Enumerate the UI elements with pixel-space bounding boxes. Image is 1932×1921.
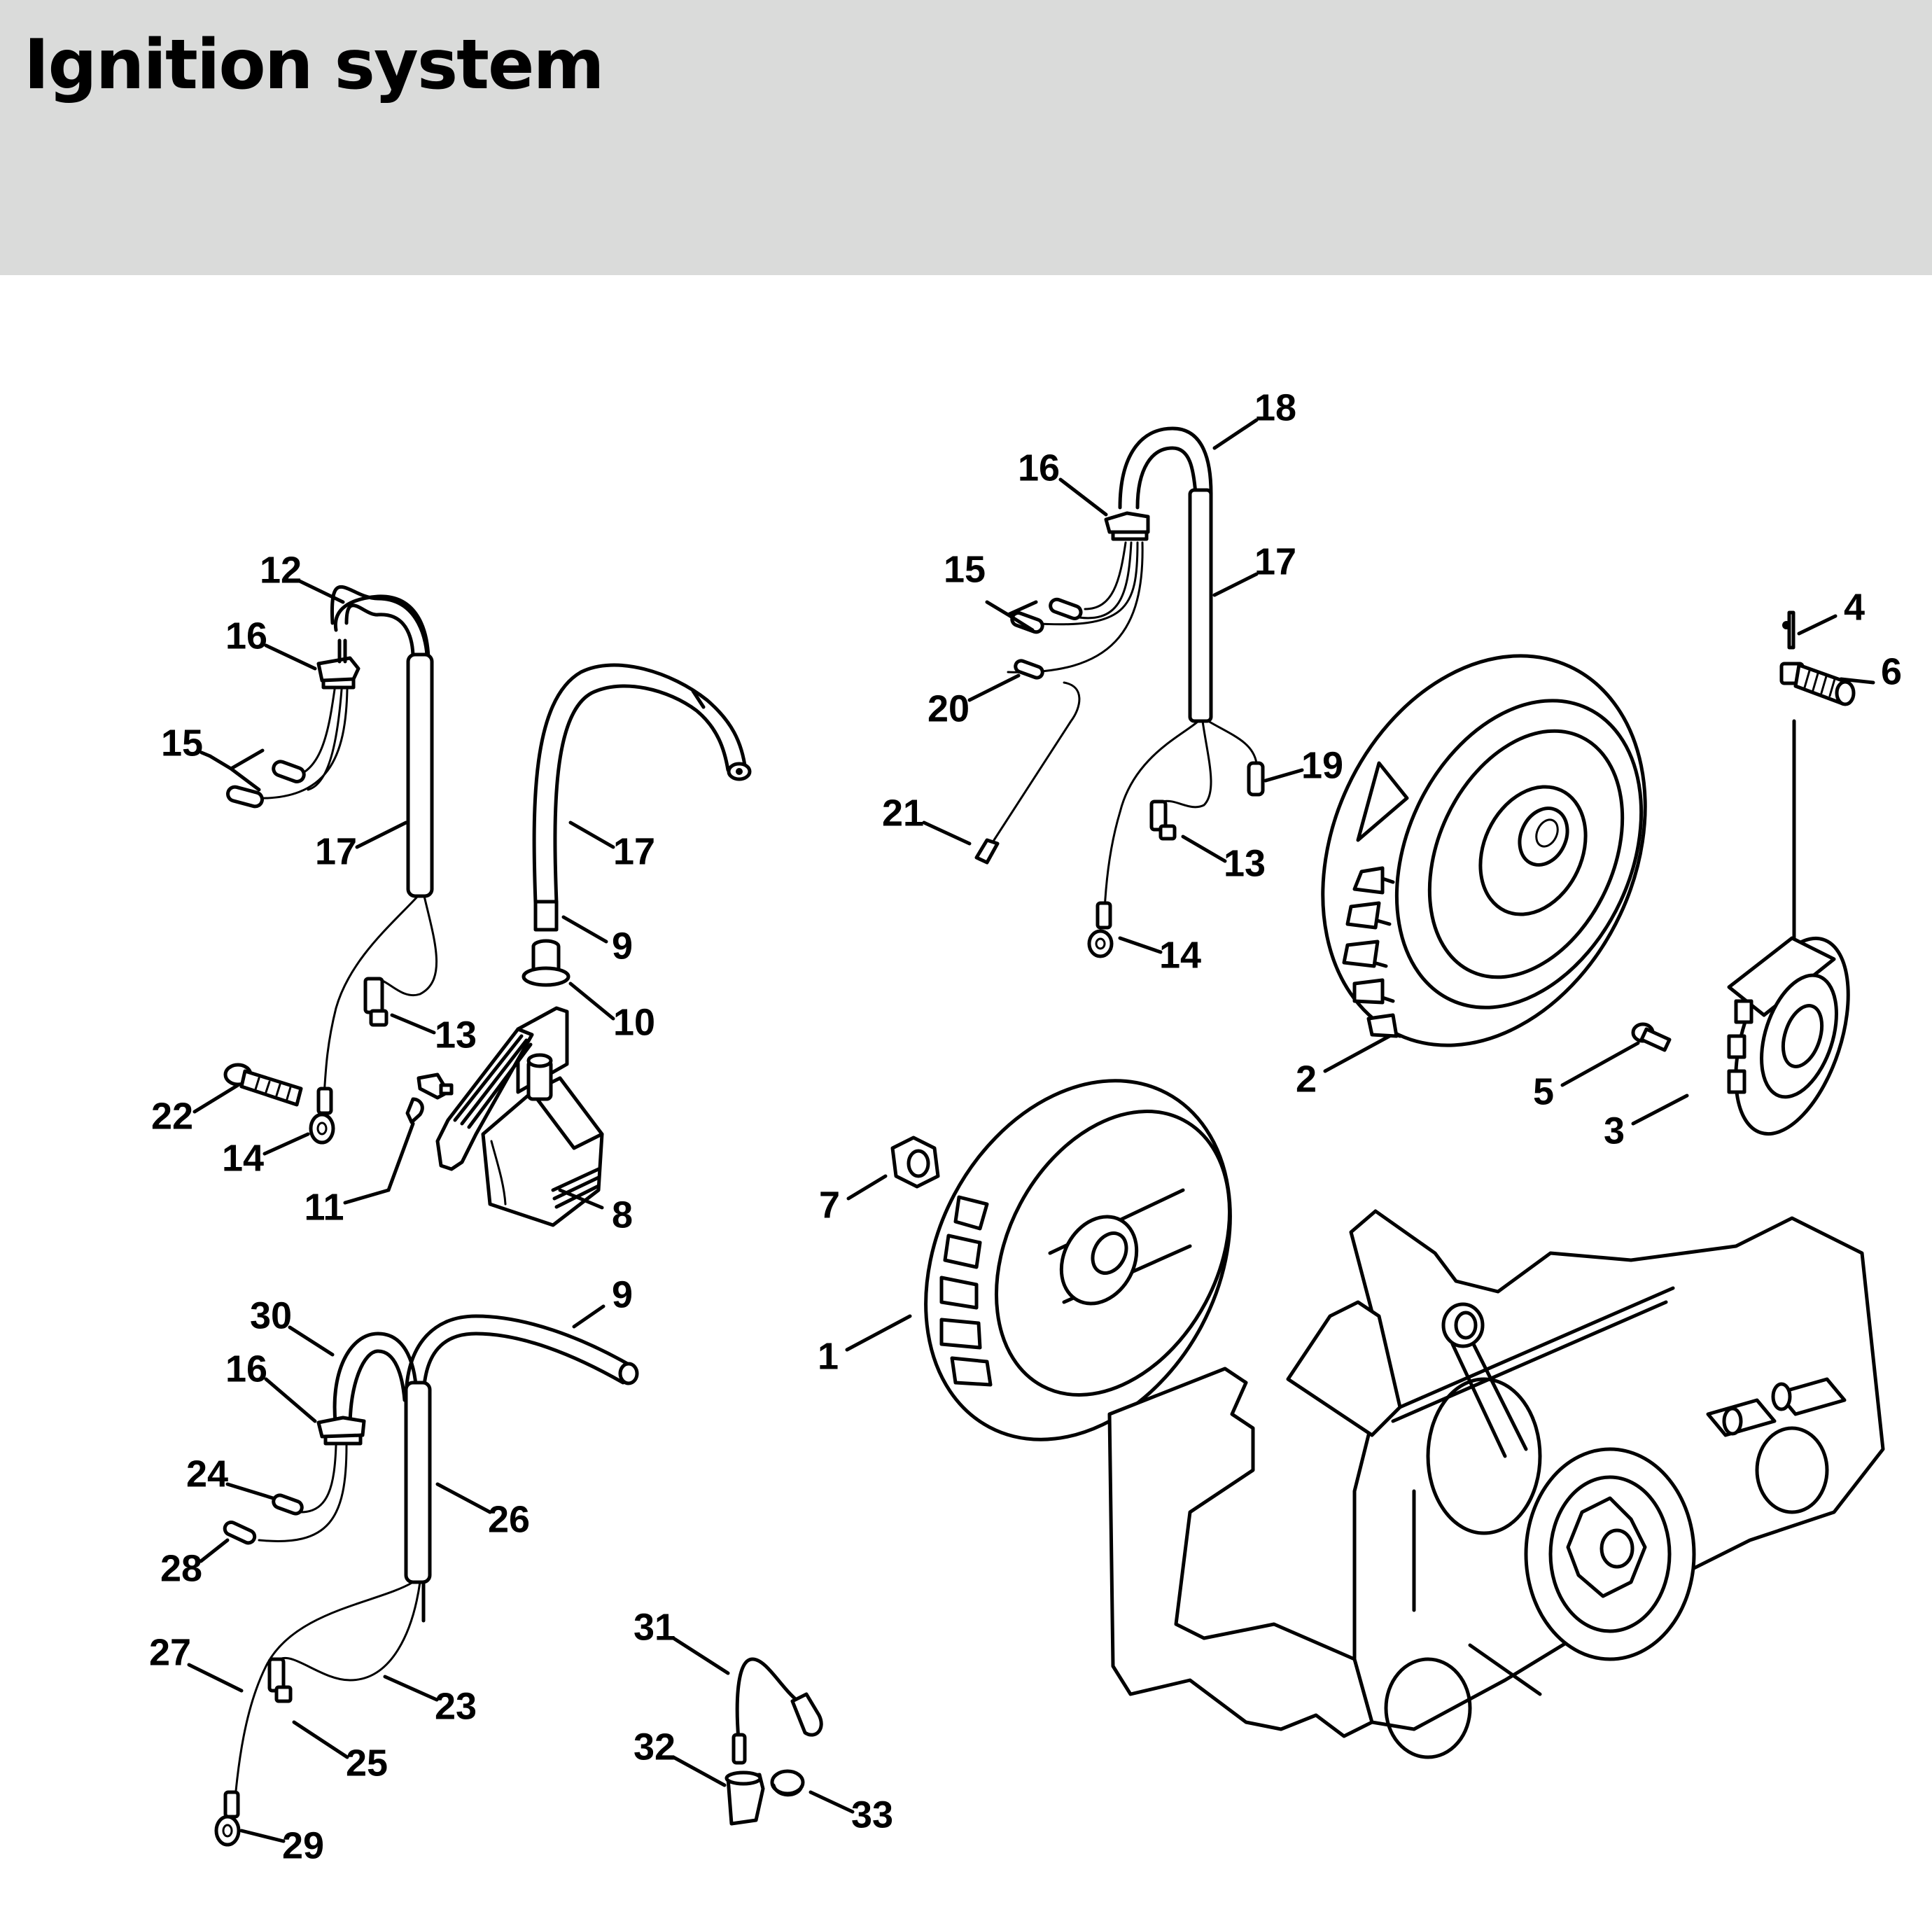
callout-6: 6 xyxy=(1881,650,1902,692)
callout-12: 12 xyxy=(260,549,302,591)
callout-17-right: 17 xyxy=(1254,540,1296,582)
callout-14-right: 14 xyxy=(1159,934,1201,976)
screw-22 xyxy=(223,1063,303,1107)
callout-11: 11 xyxy=(304,1186,344,1228)
leader-lines xyxy=(187,418,1875,1843)
page-title: Ignition system xyxy=(24,25,605,105)
tube-26 xyxy=(404,1381,432,1584)
callout-5: 5 xyxy=(1533,1070,1554,1112)
ignition-lead-top xyxy=(522,663,752,987)
callout-2: 2 xyxy=(1296,1058,1317,1100)
fitting-6 xyxy=(1779,662,1856,706)
tube-17-left xyxy=(406,652,434,898)
callout-labels: 12 16 15 17 17 9 10 13 22 14 11 8 18 16 … xyxy=(149,386,1902,1866)
connector-13-right xyxy=(1149,799,1168,832)
callout-15-left: 15 xyxy=(161,722,203,764)
callout-23: 23 xyxy=(435,1685,477,1727)
ignition-lead-end-9-bottom xyxy=(618,1362,639,1385)
callout-17-middle: 17 xyxy=(613,830,655,872)
grommet-16-left xyxy=(316,638,360,690)
callout-7: 7 xyxy=(819,1184,840,1226)
ring-terminal-29 xyxy=(223,1790,240,1819)
callout-14-left: 14 xyxy=(222,1137,264,1179)
boot-10 xyxy=(522,939,570,987)
grommet-16-right xyxy=(1104,511,1150,541)
harness-tube-12 xyxy=(330,585,429,660)
pin-4 xyxy=(1782,610,1795,650)
screw-5 xyxy=(1631,1022,1672,1052)
header-band: Ignition system xyxy=(0,0,1932,275)
callout-31: 31 xyxy=(634,1606,676,1648)
connector-13-left xyxy=(363,977,384,1014)
callout-16-right: 16 xyxy=(1018,447,1060,489)
harness-12-assembly xyxy=(208,585,438,1145)
stator-3 xyxy=(1727,936,1850,1136)
harness-18-assembly xyxy=(974,426,1265,958)
grommet-16-bottom xyxy=(316,1416,366,1446)
callout-18: 18 xyxy=(1254,386,1296,428)
sleeve-15a xyxy=(272,760,306,783)
callout-27: 27 xyxy=(149,1631,191,1673)
ignition-module-8 xyxy=(435,1006,604,1227)
callout-25: 25 xyxy=(346,1742,388,1784)
callout-28: 28 xyxy=(160,1547,202,1589)
callout-19: 19 xyxy=(1301,744,1343,786)
flywheel-2 xyxy=(1321,654,1647,1047)
callout-33: 33 xyxy=(851,1794,893,1836)
sleeve-28 xyxy=(223,1521,257,1545)
connector-20 xyxy=(1014,659,1044,680)
ring-terminal-14-right xyxy=(1096,901,1112,930)
contact-32 xyxy=(724,1770,765,1826)
callout-13-right: 13 xyxy=(1224,842,1266,884)
sleeve-15c xyxy=(1049,597,1083,620)
callout-1: 1 xyxy=(818,1335,839,1377)
sleeve-15d xyxy=(1010,611,1044,634)
terminal-19 xyxy=(1247,761,1265,797)
callout-29: 29 xyxy=(282,1824,324,1866)
callout-21: 21 xyxy=(882,792,924,834)
clip-11 xyxy=(405,1073,454,1124)
callout-9-top: 9 xyxy=(612,925,633,967)
sleeve-15b xyxy=(226,785,264,809)
callout-8: 8 xyxy=(612,1194,633,1236)
ground-wire-31 xyxy=(732,1657,823,1765)
tube-17-right xyxy=(1188,488,1213,723)
ring-terminal-14-left xyxy=(316,1087,333,1115)
callout-4: 4 xyxy=(1844,586,1865,628)
flywheel-1 xyxy=(924,1079,1232,1441)
callout-9-bottom: 9 xyxy=(612,1273,633,1315)
terminal-21 xyxy=(974,838,1000,865)
callout-10: 10 xyxy=(613,1001,655,1043)
callout-30: 30 xyxy=(250,1294,292,1336)
nut-7 xyxy=(890,1136,940,1189)
harness-30-assembly xyxy=(214,1314,639,1847)
callout-22: 22 xyxy=(151,1095,193,1137)
callout-26: 26 xyxy=(488,1498,530,1540)
callout-24: 24 xyxy=(186,1453,228,1495)
callout-15-right: 15 xyxy=(944,548,986,590)
callout-16-left: 16 xyxy=(225,615,267,657)
cap-33 xyxy=(770,1769,805,1797)
crankcase-housing xyxy=(1107,1209,1885,1759)
callout-20: 20 xyxy=(927,687,969,729)
sleeve-24 xyxy=(272,1493,304,1516)
callout-3: 3 xyxy=(1604,1110,1625,1152)
ignition-lead-end-9 xyxy=(533,900,559,932)
callout-17-left: 17 xyxy=(315,830,357,872)
callout-16-bottom: 16 xyxy=(225,1348,267,1390)
callout-32: 32 xyxy=(634,1726,676,1768)
callout-13-left: 13 xyxy=(435,1014,477,1056)
